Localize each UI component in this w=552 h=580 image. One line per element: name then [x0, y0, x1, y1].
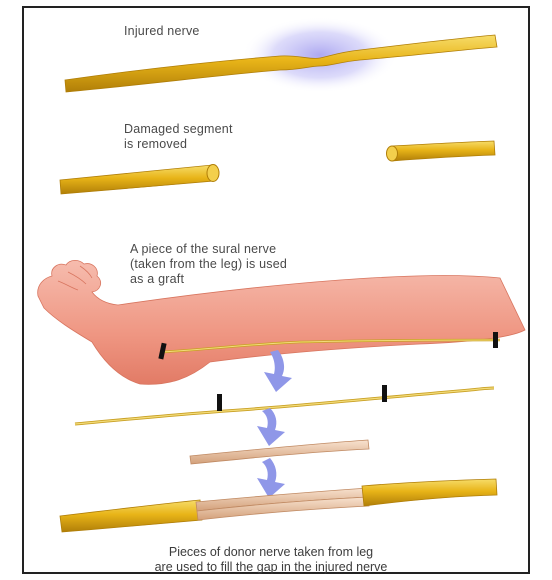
repaired-nerve-left: [60, 500, 202, 532]
figure-caption: Pieces of donor nerve taken from leg are…: [86, 545, 456, 575]
cut-mark-icon: [382, 385, 387, 402]
cut-mark-icon: [493, 332, 498, 348]
label-segment-removed: Damaged segment is removed: [124, 122, 233, 152]
repaired-nerve-right: [362, 479, 497, 506]
label-sural-graft: A piece of the sural nerve (taken from t…: [130, 242, 287, 287]
down-arrow-icon: [257, 458, 285, 498]
nerve-stump-right-end: [387, 146, 398, 161]
down-arrow-icon: [264, 350, 292, 392]
nerve-stump-left-end: [207, 165, 219, 182]
nerve-stump-left: [60, 165, 214, 194]
graft-segment: [190, 440, 369, 464]
nerve-stump-right: [392, 141, 495, 161]
down-arrow-icon: [257, 408, 285, 446]
cut-mark-icon: [217, 394, 222, 411]
label-injured-nerve: Injured nerve: [124, 24, 200, 39]
